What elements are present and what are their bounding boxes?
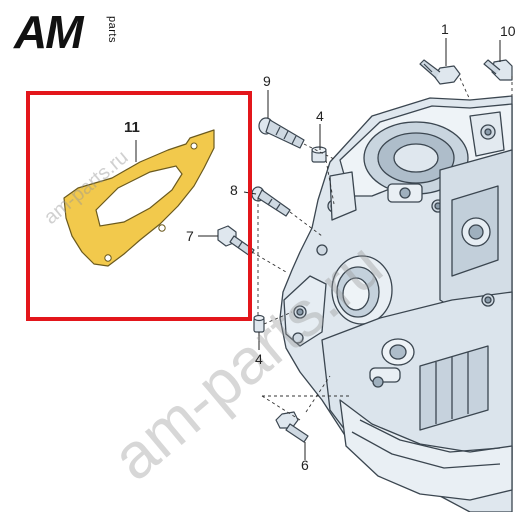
bolt-9 (258, 117, 305, 149)
logo-main-text: AM (14, 6, 84, 58)
callout-7: 7 (186, 228, 194, 244)
callout-1: 1 (441, 21, 449, 37)
bolt-1 (419, 59, 461, 85)
logo-sub-text: parts (106, 16, 118, 43)
callout-8: 8 (230, 182, 238, 198)
sleeve-4-bottom (253, 314, 265, 333)
callout-10: 10 (500, 23, 516, 39)
callout-9: 9 (263, 73, 271, 89)
gearbox-housing (279, 95, 513, 512)
leader-lines (135, 38, 501, 460)
callout-6: 6 (301, 457, 309, 473)
callout-4-bottom: 4 (255, 351, 263, 367)
sleeve-4-top (311, 146, 327, 163)
callout-4-top: 4 (316, 108, 324, 124)
callout-11: 11 (124, 119, 140, 136)
bolt-6 (275, 411, 309, 443)
bolt-10 (483, 59, 513, 81)
part-11-cover-plate (63, 129, 215, 267)
dashed-assembly-lines (251, 76, 513, 421)
highlight-box (26, 91, 252, 321)
